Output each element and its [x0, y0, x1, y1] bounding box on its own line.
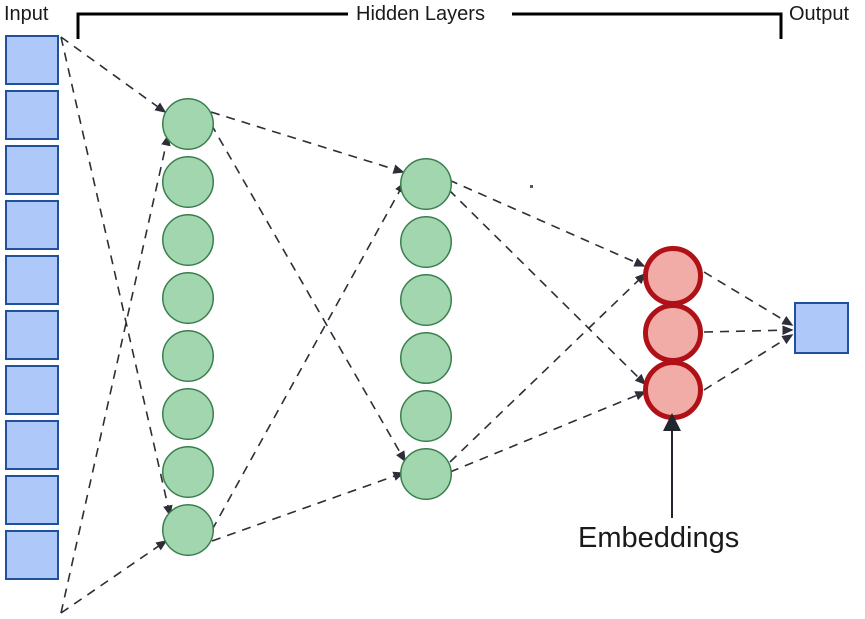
hidden-layer-1-node-0: [162, 98, 214, 150]
edge-12: [703, 271, 794, 326]
output-layer-node-0: [794, 302, 849, 354]
input-layer-node-3: [5, 200, 59, 250]
hidden-layer-1-node-5: [162, 388, 214, 440]
hidden-layer-1-node-7: [162, 504, 214, 556]
edge-5: [210, 123, 406, 463]
hidden-layer-2-node-0: [400, 158, 452, 210]
input-layer-node-6: [5, 365, 59, 415]
input-layer-node-5: [5, 310, 59, 360]
edge-3: [60, 540, 168, 614]
output-section-label: Output: [789, 3, 850, 25]
hidden-layers-section-label: Hidden Layers: [352, 4, 489, 24]
edge-7: [211, 471, 405, 542]
hidden-layer-1-node-1: [162, 156, 214, 208]
input-layer-node-2: [5, 145, 59, 195]
input-layer-node-9: [5, 530, 59, 580]
edge-14: [703, 334, 794, 391]
edge-6: [211, 181, 405, 531]
input-layer-node-1: [5, 90, 59, 140]
hidden-layer-2-node-1: [400, 216, 452, 268]
embeddings-layer-node-2: [643, 360, 703, 420]
hidden-layer-2-node-5: [400, 448, 452, 500]
hidden-layers-bracket: [76, 12, 783, 39]
hidden-layer-2-node-4: [400, 390, 452, 442]
bracket-segment-0: [76, 12, 348, 39]
edge-11: [449, 391, 647, 473]
input-layer-node-8: [5, 475, 59, 525]
edge-0: [60, 36, 167, 113]
input-layer-node-0: [5, 35, 59, 85]
edge-4: [210, 111, 405, 174]
hidden-layer-1-node-6: [162, 446, 214, 498]
hidden-layer-2-node-3: [400, 332, 452, 384]
bracket-segment-1: [512, 12, 783, 39]
input-layer-node-4: [5, 255, 59, 305]
hidden-layer-2-node-2: [400, 274, 452, 326]
embeddings-layer-node-1: [643, 303, 703, 363]
embeddings-callout-label: Embeddings: [578, 522, 740, 554]
edge-10: [449, 272, 647, 463]
edge-1: [60, 36, 173, 517]
edge-8: [448, 179, 646, 267]
hidden-layer-1-node-2: [162, 214, 214, 266]
edge-9: [448, 189, 647, 386]
stray-dot-artifact: [530, 185, 533, 188]
edge-2: [60, 134, 171, 614]
input-layer-node-7: [5, 420, 59, 470]
artifact-dot: [530, 185, 533, 188]
layer-nodes: [5, 35, 849, 580]
hidden-layer-1-node-4: [162, 330, 214, 382]
embeddings-layer-node-0: [643, 246, 703, 306]
connection-edges: [60, 36, 794, 614]
edge-13: [703, 325, 794, 336]
hidden-layer-1-node-3: [162, 272, 214, 324]
input-section-label: Input: [4, 3, 49, 25]
